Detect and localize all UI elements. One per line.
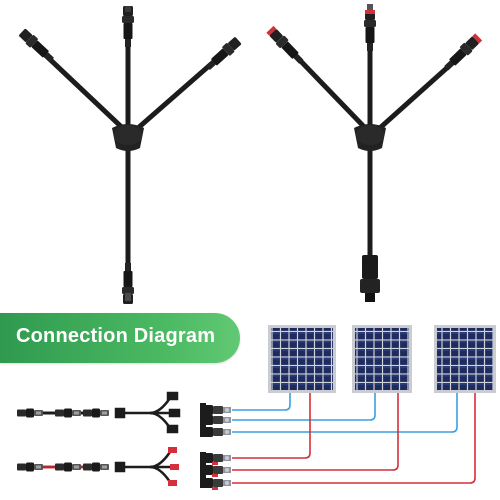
- solar-panel-1: [268, 325, 336, 393]
- solar-panel-3: [434, 325, 496, 393]
- rack-connectors: [200, 403, 231, 490]
- solar-panel-2: [352, 325, 412, 393]
- y-branch-icon-red: [114, 447, 179, 486]
- y-branch-connector-black: [17, 6, 243, 304]
- extension-cable-black: [17, 408, 109, 418]
- connection-diagram-banner: Connection Diagram: [0, 313, 240, 363]
- extension-cable-red: [17, 462, 109, 472]
- positive-wires: [232, 393, 476, 484]
- y-branch-connector-red-marked: [266, 4, 483, 302]
- negative-wires: [232, 393, 458, 433]
- banner-title: Connection Diagram: [16, 325, 216, 347]
- y-branch-icon-black: [114, 391, 181, 434]
